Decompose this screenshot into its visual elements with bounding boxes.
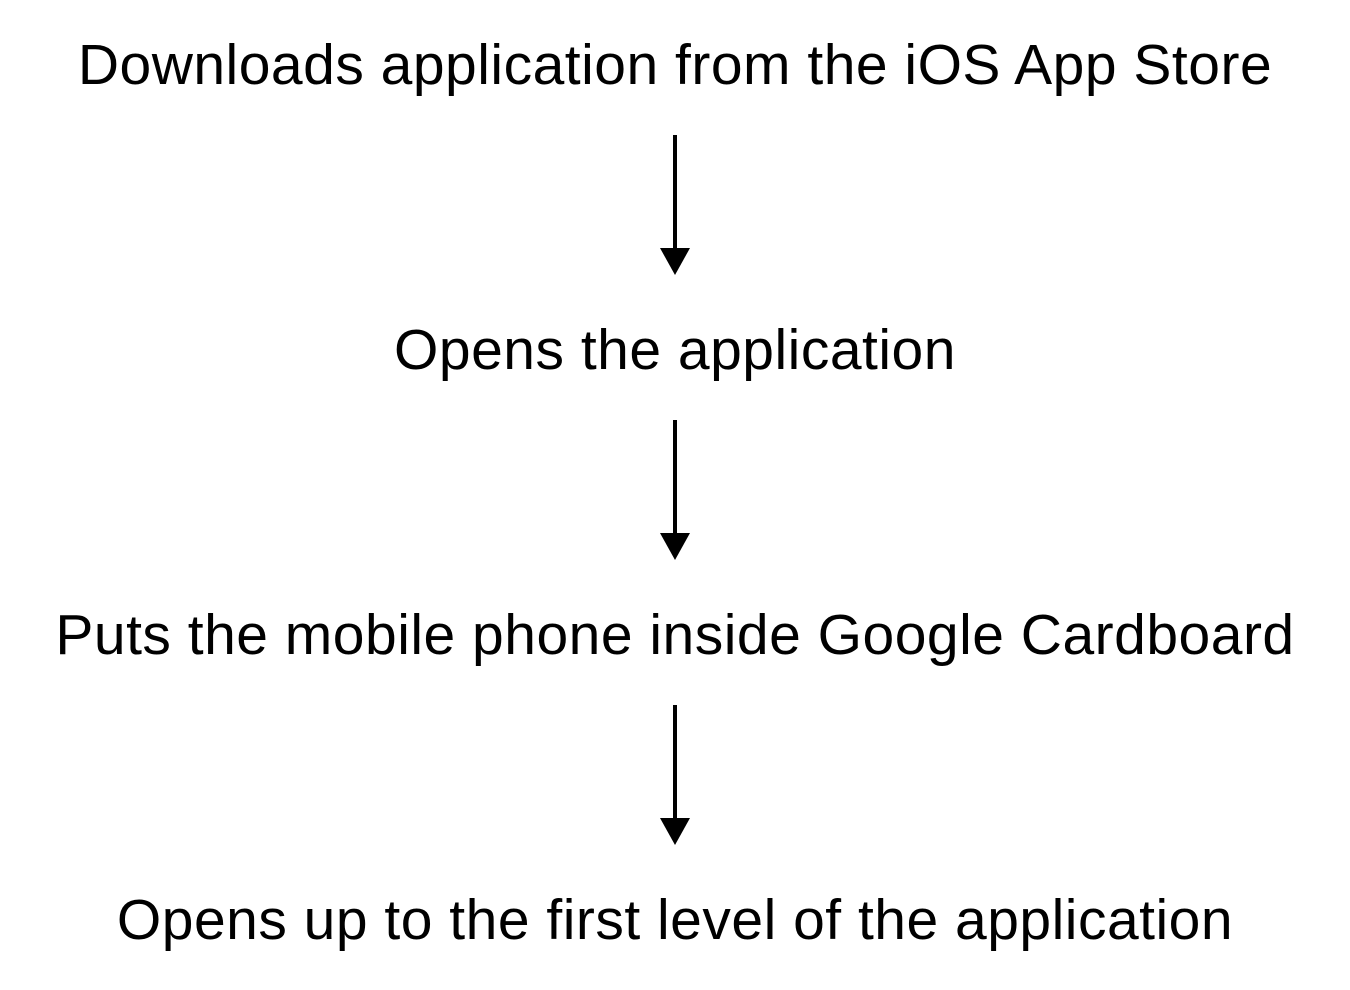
down-arrow-icon — [660, 420, 690, 560]
flow-step-1: Downloads application from the iOS App S… — [77, 33, 1273, 97]
flow-connector-2 — [659, 420, 691, 560]
flow-step-4: Opens up to the first level of the appli… — [116, 888, 1234, 952]
down-arrow-icon — [660, 135, 690, 275]
flow-connector-1 — [659, 135, 691, 275]
down-arrow-icon — [660, 705, 690, 845]
flow-step-3: Puts the mobile phone inside Google Card… — [55, 603, 1295, 667]
flow-connector-3 — [659, 705, 691, 845]
flow-step-2: Opens the application — [394, 318, 956, 382]
